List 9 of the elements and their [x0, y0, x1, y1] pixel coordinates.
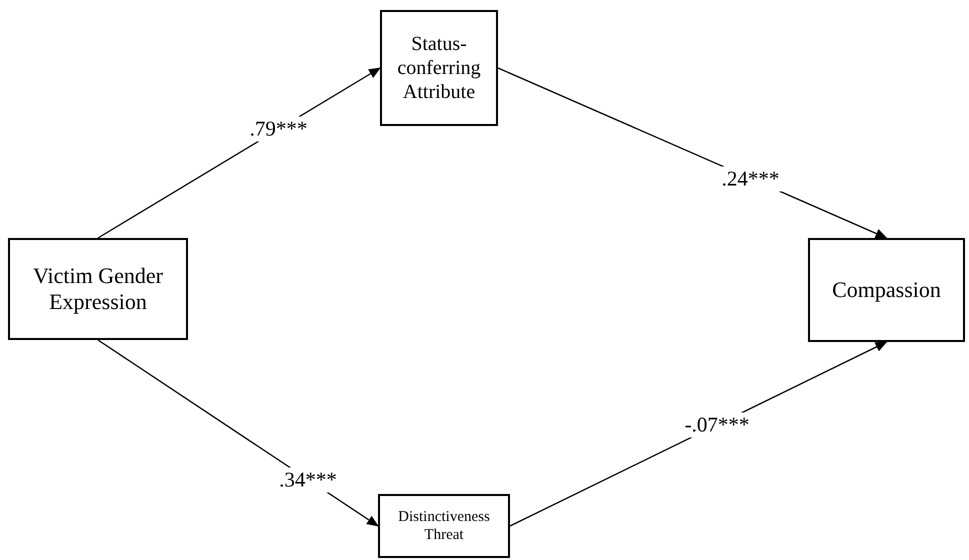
- variable-box: [808, 238, 965, 342]
- variable-box: [8, 238, 188, 340]
- path-coefficient: .24***: [718, 166, 782, 191]
- variable-box: [380, 10, 498, 126]
- variable-box: [378, 494, 510, 558]
- variable-label: Distinctiveness Threat: [397, 508, 491, 544]
- variable-label: Status-conferring Attribute: [396, 32, 482, 104]
- variable-label: Compassion: [832, 276, 941, 304]
- variable-label: Victim Gender Expression: [32, 262, 164, 316]
